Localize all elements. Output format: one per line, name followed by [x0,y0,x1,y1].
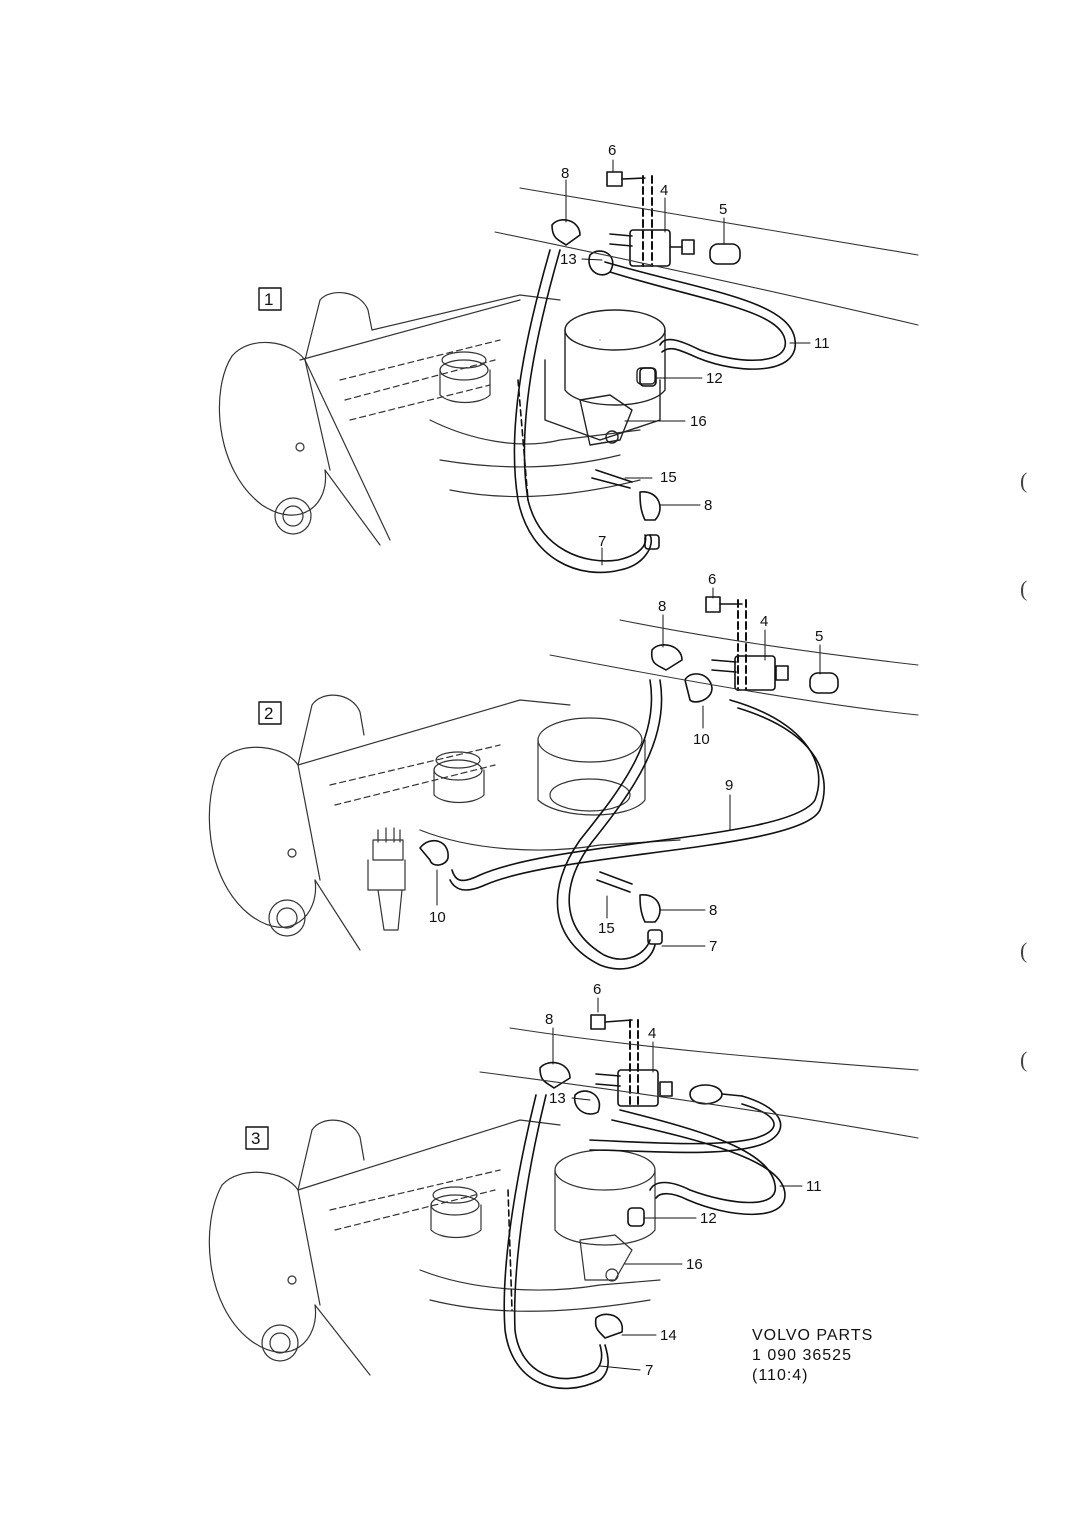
margin-mark: ( [1020,468,1028,493]
callout-5: 5 [815,628,823,645]
leaders-2 [436,587,821,947]
view-2: 2 6 8 4 5 10 9 10 15 8 7 [208,571,839,970]
callout-13: 13 [549,1090,566,1107]
leaders-1 [565,159,811,566]
callout-7: 7 [598,533,606,550]
callout-8: 8 [561,165,569,182]
callout-8: 8 [704,497,712,514]
body-contours-3 [479,1027,919,1139]
engine-illustration-1 [218,292,641,546]
part-number: 1 090 36525 [752,1347,852,1364]
view-3: 3 6 8 4 13 11 12 16 14 7 [208,981,822,1390]
view-number-box-2 [258,701,282,725]
callout-4: 4 [648,1025,656,1042]
valve-bracket-3 [590,1014,743,1107]
margin-mark: ( [1020,938,1028,963]
callout-5: 5 [719,201,727,218]
callout-8: 8 [709,902,717,919]
callout-16: 16 [690,413,707,430]
callout-15: 15 [598,920,615,937]
valve-bracket-2 [705,596,839,694]
brand-label: VOLVO PARTS [752,1327,874,1344]
callout-9: 9 [725,777,733,794]
body-contours-2 [549,619,919,716]
callout-4: 4 [760,613,768,630]
view-number-box-3 [245,1126,269,1150]
hoses-1 [513,219,796,574]
hoses-2 [419,644,825,970]
margin-mark: ( [1020,1047,1028,1072]
callout-12: 12 [700,1210,717,1227]
parts-reference: VOLVO PARTS 1 090 36525 (110:4) [752,1326,873,1386]
view-number-2: 2 [264,704,273,723]
callout-6: 6 [593,981,601,998]
valve-bracket-1 [606,171,741,267]
carburetor-1 [544,309,666,446]
callout-8: 8 [545,1011,553,1028]
engine-illustration-2 [208,694,681,951]
callout-13: 13 [560,251,577,268]
callout-8: 8 [658,598,666,615]
hoses-3 [503,1061,786,1390]
callout-7: 7 [709,938,717,955]
callout-4: 4 [660,182,668,199]
callout-6: 6 [608,142,616,159]
callout-11: 11 [814,335,830,352]
callout-16: 16 [686,1256,703,1273]
margin-mark: ( [1020,576,1028,601]
callout-6: 6 [708,571,716,588]
section-ref: (110:4) [752,1367,809,1384]
callout-11: 11 [806,1178,822,1195]
view-number-1: 1 [264,290,273,309]
engine-illustration-3 [208,1119,661,1376]
view-number-3: 3 [251,1129,260,1148]
callout-12: 12 [706,370,723,387]
callout-14: 14 [660,1327,677,1344]
view-number-box-1 [258,287,282,311]
callout-10: 10 [429,909,446,926]
callout-7: 7 [645,1362,653,1379]
body-contours-1 [494,187,919,326]
callout-15: 15 [660,469,677,486]
view-1: 1 6 8 4 5 13 11 12 16 15 8 7 [218,142,830,574]
callout-10: 10 [693,731,710,748]
